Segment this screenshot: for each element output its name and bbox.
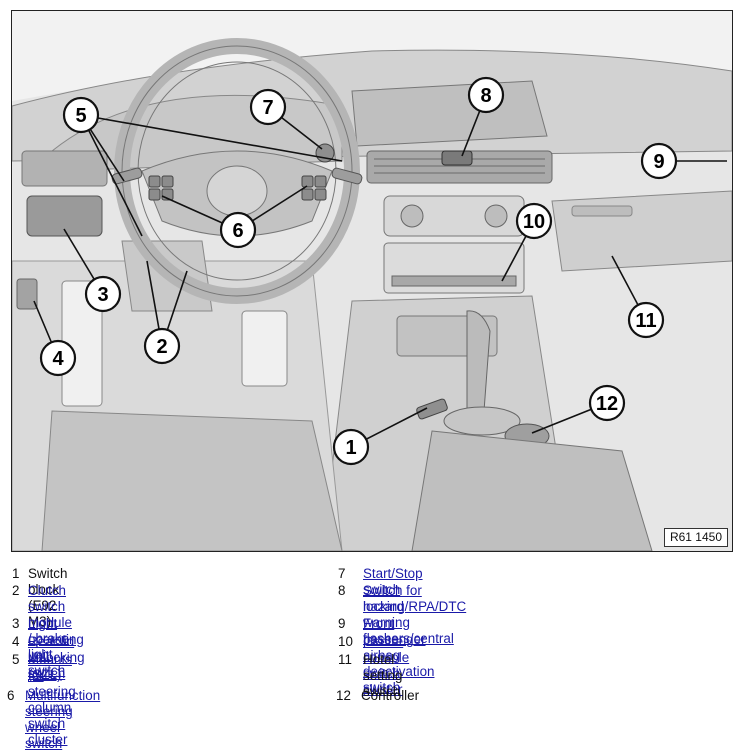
legend-num: 10 xyxy=(338,634,353,649)
legend-link-mfl-switch[interactable]: Multifunction steering wheel switch xyxy=(25,688,101,751)
legend-link-airbag-switch[interactable]: Front passenger airbag deactivation swit… xyxy=(363,616,435,695)
svg-text:10: 10 xyxy=(523,211,545,233)
svg-text:6: 6 xyxy=(232,220,243,242)
callout-markers: 1 2 3 4 5 6 7 8 9 10 11 12 xyxy=(39,76,678,466)
legend-num: 8 xyxy=(338,583,346,598)
legend-link-hazard-line1[interactable]: Switch for hazard warning flashers/centr… xyxy=(363,583,454,646)
callout-3: 3 xyxy=(84,275,122,313)
callout-2: 2 xyxy=(143,327,181,365)
legend-num: 4 xyxy=(12,634,20,649)
callout-1: 1 xyxy=(332,428,370,466)
legend-num: 2 xyxy=(12,583,20,598)
legend-num: 6 xyxy=(7,688,15,703)
callout-9: 9 xyxy=(640,142,678,180)
legend-num: 9 xyxy=(338,616,346,631)
svg-text:9: 9 xyxy=(653,151,664,173)
dashboard-drawing: 1 2 3 4 5 6 7 8 9 10 11 12 xyxy=(12,11,732,551)
legend-link-light-unit[interactable]: Light operating unit xyxy=(28,616,84,663)
legend-text: Switch block (E92 M3) xyxy=(28,566,68,629)
callout-10: 10 xyxy=(515,202,553,240)
callout-6: 6 xyxy=(219,211,257,249)
legend-num: 12 xyxy=(336,688,351,703)
callout-5: 5 xyxy=(62,96,100,134)
legend-link-console-cluster[interactable]: Centre console switch cluster xyxy=(363,634,410,697)
svg-text:7: 7 xyxy=(262,97,273,119)
dashboard-illustration: 1 2 3 4 5 6 7 8 9 10 11 12 R61 1450 xyxy=(11,10,733,552)
legend-num: 7 xyxy=(338,566,346,581)
svg-text:4: 4 xyxy=(52,348,64,370)
legend-num: 1 xyxy=(12,566,20,581)
legend-link-hazard-line2[interactable]: locking/RPA/DTC xyxy=(363,599,467,614)
callout-8: 8 xyxy=(467,76,505,114)
callout-7: 7 xyxy=(249,88,287,126)
callout-4: 4 xyxy=(39,339,77,377)
legend-text: Hotel setting switch xyxy=(363,652,403,699)
svg-text:5: 5 xyxy=(75,105,86,127)
svg-text:12: 12 xyxy=(596,393,618,415)
legend-link-szl-line2[interactable]: (SZL) xyxy=(28,667,62,682)
svg-text:11: 11 xyxy=(635,310,656,332)
svg-text:3: 3 xyxy=(97,284,108,306)
svg-text:2: 2 xyxy=(156,336,167,358)
svg-text:1: 1 xyxy=(345,437,356,459)
legend-num: 3 xyxy=(12,616,20,631)
legend-link-clutch-switch[interactable]: Clutch switch module / brake light switc… xyxy=(28,583,72,678)
callout-12: 12 xyxy=(588,384,626,422)
legend-num: 5 xyxy=(12,652,20,667)
legend-link-start-stop[interactable]: Start/Stop switch xyxy=(363,566,423,597)
legend-num: 11 xyxy=(338,652,352,667)
callout-11: 11 xyxy=(627,301,665,339)
legend-text: Controller xyxy=(361,688,420,703)
legend-link-rear-lid[interactable]: Rear lid unlocking switch xyxy=(28,634,85,681)
figure-reference-label: R61 1450 xyxy=(663,528,728,547)
svg-text:8: 8 xyxy=(480,85,491,107)
